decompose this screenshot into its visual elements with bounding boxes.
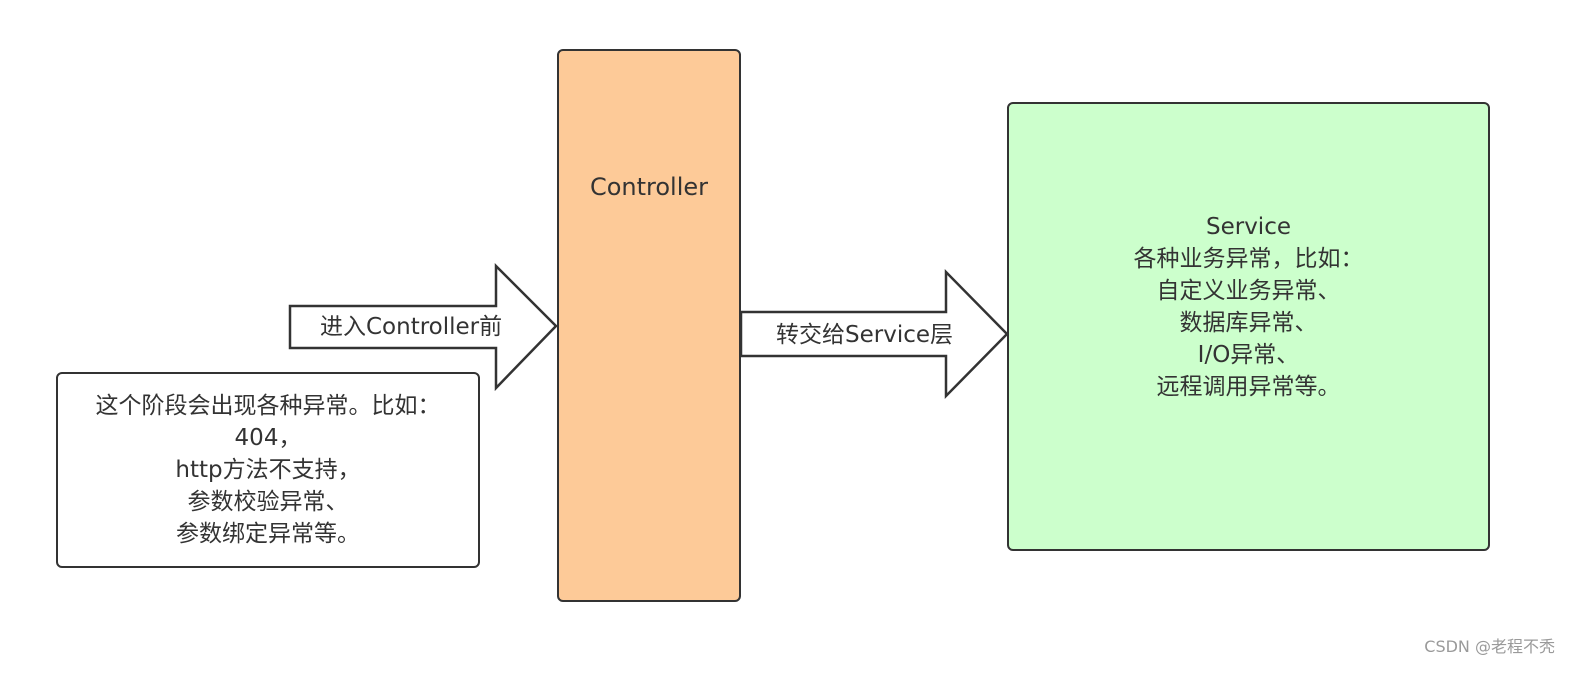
service-line: 各种业务异常，比如： bbox=[1133, 245, 1364, 272]
note-line: 404， bbox=[234, 425, 302, 451]
note-line: 参数校验异常、 bbox=[187, 489, 349, 515]
controller-box: Controller bbox=[557, 49, 741, 602]
note-line: 参数绑定异常等。 bbox=[176, 521, 360, 547]
arrow-into-controller bbox=[288, 262, 558, 392]
service-title: Service bbox=[1205, 213, 1291, 240]
note-line: 这个阶段会出现各种异常。比如： bbox=[95, 393, 441, 419]
watermark: CSDN @老程不秃 bbox=[1424, 637, 1555, 656]
controller-label: Controller bbox=[589, 172, 709, 201]
exception-note-box: 这个阶段会出现各种异常。比如： 404， http方法不支持， 参数校验异常、 … bbox=[56, 372, 480, 568]
note-line: http方法不支持， bbox=[175, 457, 361, 483]
arrow-to-service bbox=[739, 268, 1009, 400]
service-line: 远程调用异常等。 bbox=[1156, 373, 1341, 400]
service-line: 自定义业务异常、 bbox=[1156, 277, 1341, 304]
service-box: Service 各种业务异常，比如： 自定义业务异常、 数据库异常、 I/O异常… bbox=[1007, 102, 1490, 551]
arrow-into-controller-label: 进入Controller前 bbox=[320, 314, 503, 340]
service-line: I/O异常、 bbox=[1197, 341, 1300, 368]
arrow-to-service-label: 转交给Service层 bbox=[776, 322, 954, 348]
service-line: 数据库异常、 bbox=[1179, 309, 1318, 336]
